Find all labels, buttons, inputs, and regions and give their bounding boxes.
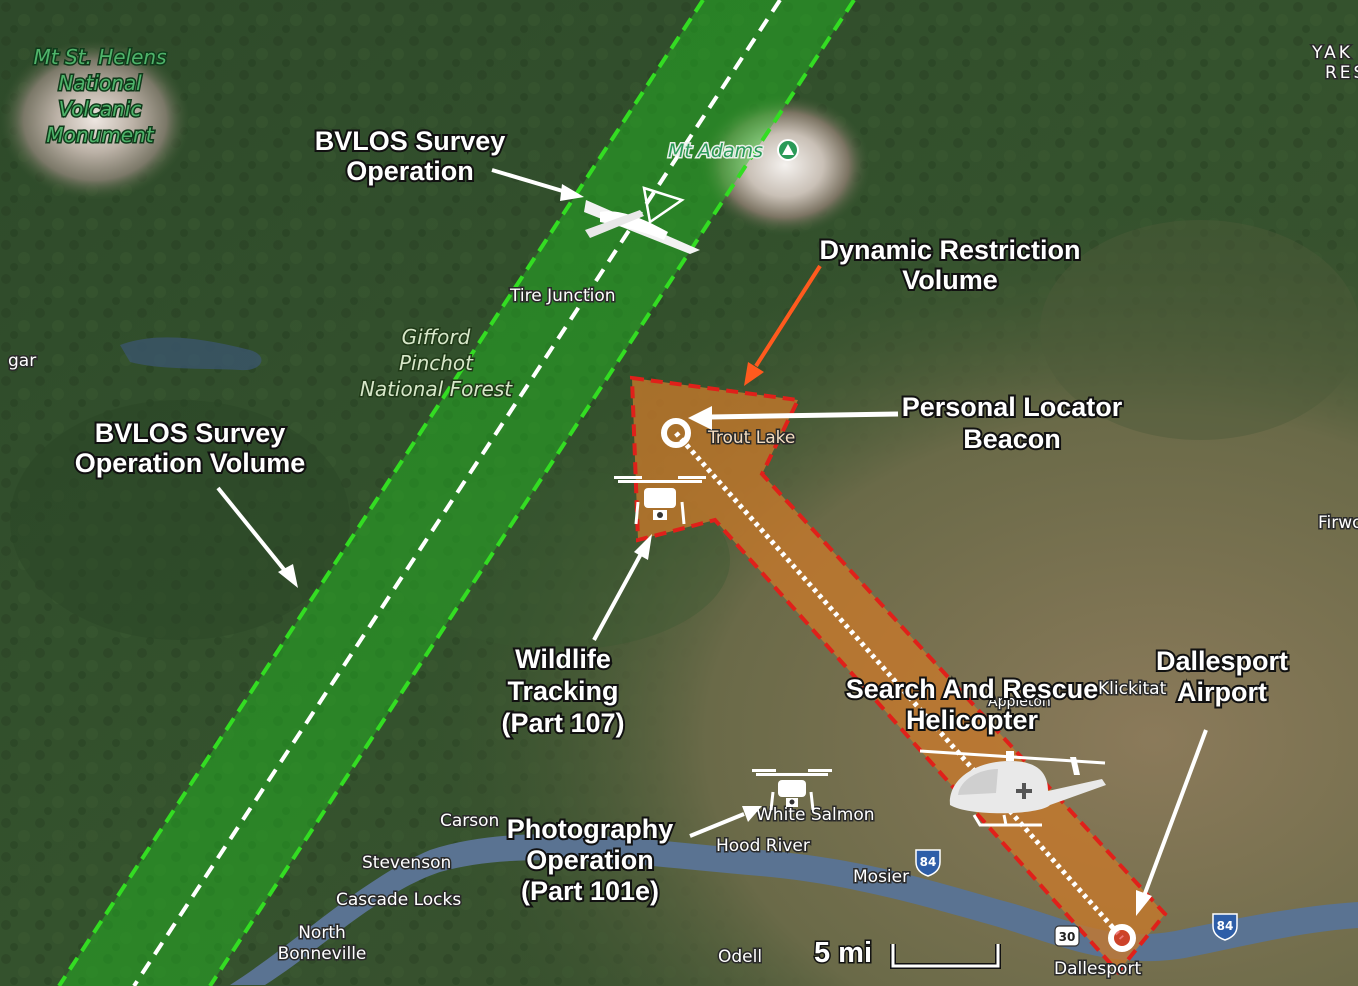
bvlos-operation-volume[interactable] <box>59 0 854 986</box>
label-north-bonneville: North Bonneville <box>276 922 368 966</box>
quadcopter-drone-icon[interactable] <box>614 476 706 525</box>
svg-text:30: 30 <box>1059 930 1076 944</box>
svg-text:Mt St. Helens: Mt St. Helens <box>33 45 166 69</box>
callout-plb: Personal Locator Beacon <box>900 390 1125 456</box>
svg-text:National Forest: National Forest <box>360 377 513 401</box>
callout-wildlife: Wildlife Tracking (Part 107) <box>499 642 626 740</box>
svg-text:Operation: Operation <box>526 845 654 875</box>
svg-text:Photography: Photography <box>507 814 674 844</box>
label-mt-st-helens: Mt St. Helens National Volcanic Monument <box>32 44 168 149</box>
svg-text:Bonneville: Bonneville <box>278 944 367 964</box>
svg-text:Beacon: Beacon <box>963 424 1061 454</box>
us-30-shield-icon: 30 <box>1054 925 1080 947</box>
svg-text:Wildlife: Wildlife <box>515 644 611 674</box>
label-stevenson: Stevenson <box>362 853 451 873</box>
callout-photography: Photography Operation (Part 101e) <box>505 812 676 908</box>
airport-ring-icon[interactable] <box>1108 924 1136 952</box>
svg-text:Volcanic: Volcanic <box>59 97 142 121</box>
quadcopter-drone-icon[interactable] <box>752 769 832 811</box>
interstate-84-shield-icon: 84 <box>915 849 941 877</box>
svg-text:Pinchot: Pinchot <box>399 351 474 375</box>
mt-st-helens-snowcap <box>0 40 190 200</box>
callout-dynamic-restriction: Dynamic Restriction Volume <box>817 233 1082 297</box>
label-carson: Carson <box>440 811 499 831</box>
label-dallesport: Dallesport <box>1054 959 1141 979</box>
label-tire-junction: Tire Junction <box>509 286 616 306</box>
label-cascade-locks: Cascade Locks <box>336 890 461 910</box>
label-firwood: Firwo <box>1318 513 1358 533</box>
svg-text:BVLOS Survey: BVLOS Survey <box>95 418 286 448</box>
restriction-volume-border <box>629 375 1168 976</box>
svg-text:Volume: Volume <box>902 265 998 295</box>
svg-text:Monument: Monument <box>46 123 154 147</box>
label-white-salmon: White Salmon <box>756 805 875 825</box>
forest-patch <box>10 400 350 640</box>
label-mosier: Mosier <box>853 867 909 887</box>
svg-text:YAK: YAK <box>1311 43 1353 63</box>
label-cougar: gar <box>8 351 36 371</box>
label-mt-adams: Mt Adams <box>668 140 763 162</box>
fixed-wing-drone-icon[interactable] <box>584 186 700 254</box>
scale-bar-label: 5 mi <box>814 937 872 969</box>
label-gifford-pinchot: Gifford Pinchot National Forest <box>358 324 514 403</box>
svg-text:Dallesport: Dallesport <box>1156 646 1288 676</box>
svg-text:84: 84 <box>1217 919 1234 933</box>
helicopter-icon[interactable] <box>919 749 1106 827</box>
label-yakima: YAK RES <box>1310 42 1358 85</box>
callout-bvlos-volume: BVLOS Survey Operation Volume <box>73 416 308 480</box>
label-odell: Odell <box>718 947 762 967</box>
svg-text:84: 84 <box>920 855 937 869</box>
bvlos-volume-edge-left <box>57 0 705 986</box>
scale-bar: 5 mi <box>813 936 1001 971</box>
svg-text:BVLOS Survey: BVLOS Survey <box>315 126 506 156</box>
farmland-patch <box>1040 220 1358 440</box>
label-hood-river: Hood River <box>716 836 810 856</box>
svg-text:(Part 107): (Part 107) <box>501 708 624 738</box>
callout-bvlos-operation: BVLOS Survey Operation <box>313 124 508 188</box>
svg-text:Tracking: Tracking <box>507 676 618 706</box>
svg-text:Operation Volume: Operation Volume <box>75 448 306 478</box>
svg-text:Operation: Operation <box>346 156 474 186</box>
svg-text:North: North <box>298 923 346 943</box>
reservoir-lake <box>120 337 262 371</box>
mountain-pin-icon <box>777 139 799 161</box>
svg-text:(Part 101e): (Part 101e) <box>521 876 659 906</box>
svg-text:Personal Locator: Personal Locator <box>902 392 1123 422</box>
columbia-river <box>230 834 1358 985</box>
sar-flight-path <box>674 431 1124 940</box>
label-appleton: Appleton <box>988 694 1051 710</box>
interstate-84-shield-icon: 84 <box>1212 913 1238 941</box>
svg-text:Gifford: Gifford <box>402 325 471 349</box>
svg-text:Helicopter: Helicopter <box>906 705 1039 735</box>
svg-text:RES: RES <box>1325 63 1358 83</box>
callout-sar: Search And Rescue Helicopter <box>844 672 1101 737</box>
mt-adams-snowcap <box>700 95 870 235</box>
callout-dallesport-airport: Dallesport Airport <box>1154 644 1290 709</box>
beacon-ring-icon[interactable] <box>661 418 691 448</box>
svg-text:Airport: Airport <box>1177 677 1267 707</box>
bvlos-flight-path <box>132 0 782 986</box>
callout-arrows <box>216 168 1208 916</box>
bvlos-volume-edge-right <box>208 0 856 986</box>
svg-text:Search And Rescue: Search And Rescue <box>846 674 1099 704</box>
label-klickitat: Klickitat <box>1098 679 1167 699</box>
svg-text:National: National <box>58 71 142 95</box>
svg-text:Dynamic Restriction: Dynamic Restriction <box>819 235 1080 265</box>
label-trout-lake: Trout Lake <box>707 428 795 448</box>
